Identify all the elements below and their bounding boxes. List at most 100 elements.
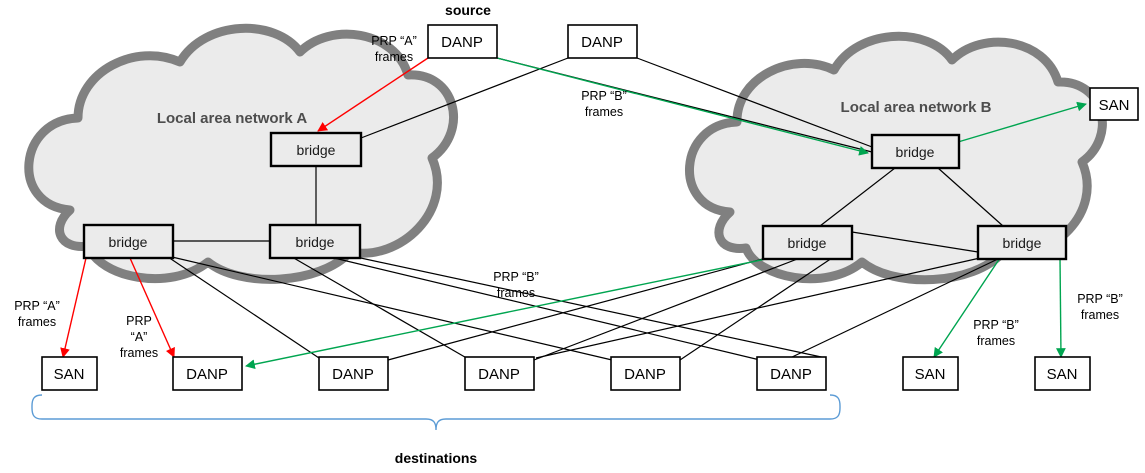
node-box[interactable] bbox=[761, 224, 854, 261]
annot-prp-b-right1: PRP “B” frames bbox=[973, 318, 1019, 348]
node-label: SAN bbox=[1047, 366, 1078, 383]
node-box[interactable] bbox=[172, 356, 243, 391]
annot-line-1: PRP “B” bbox=[973, 318, 1019, 332]
node-label: SAN bbox=[915, 366, 946, 383]
node-label: DANP bbox=[478, 366, 520, 383]
node-bridge-a-top[interactable]: bridge bbox=[269, 131, 363, 168]
node-box[interactable] bbox=[41, 356, 98, 391]
link-b-right-to-dest-5 bbox=[789, 257, 1001, 359]
annot-line-1: PRP “B” bbox=[1077, 292, 1123, 306]
arrow-prp-b-src-to-bridge-b bbox=[496, 57, 869, 156]
cloud-title-a: Local area network A bbox=[157, 110, 307, 127]
annot-line-2: frames bbox=[585, 105, 623, 119]
destinations-bracket bbox=[31, 394, 841, 431]
node-box[interactable] bbox=[82, 223, 175, 260]
node-label: bridge bbox=[1003, 235, 1042, 251]
annot-prp-b-mid: PRP “B” frames bbox=[493, 270, 539, 300]
node-box[interactable] bbox=[567, 24, 638, 59]
node-label: DANP bbox=[770, 366, 812, 383]
arrow-prp-b-to-san-lower-2 bbox=[1056, 257, 1066, 358]
node-dest-danp-5[interactable]: DANP bbox=[756, 356, 827, 391]
cloud-shape-a bbox=[24, 23, 459, 284]
node-label: bridge bbox=[896, 144, 935, 160]
annot-line-2: “A” bbox=[131, 330, 148, 344]
node-bridge-b-left[interactable]: bridge bbox=[761, 224, 854, 261]
node-label: bridge bbox=[296, 234, 335, 250]
node-box[interactable] bbox=[610, 356, 681, 391]
annot-line-2: frames bbox=[18, 315, 56, 329]
label-source: source bbox=[445, 2, 491, 18]
arrow-prp-a-src-to-bridge bbox=[317, 57, 429, 132]
node-src-danp-a[interactable]: DANP bbox=[427, 24, 498, 59]
arrow-prp-b-bridge-b-to-danp-1 bbox=[245, 258, 767, 370]
link-a-right-to-dest-5 bbox=[329, 256, 761, 361]
node-bridge-a-left[interactable]: bridge bbox=[82, 223, 175, 260]
node-label: SAN bbox=[1099, 97, 1130, 114]
node-box[interactable] bbox=[870, 133, 961, 170]
link-a-right-to-dest-far bbox=[355, 256, 827, 359]
annot-line-2: frames bbox=[1081, 308, 1119, 322]
annot-line-1: PRP “A” bbox=[14, 299, 60, 313]
link-a-left-to-dest-2 bbox=[167, 256, 323, 361]
node-label: DANP bbox=[624, 366, 666, 383]
annot-line-2: frames bbox=[977, 334, 1015, 348]
node-san-right-top[interactable]: SAN bbox=[1089, 87, 1139, 121]
node-box[interactable] bbox=[427, 24, 498, 59]
node-label: bridge bbox=[788, 235, 827, 251]
node-bridge-b-right[interactable]: bridge bbox=[976, 224, 1068, 261]
node-src-danp-b[interactable]: DANP bbox=[567, 24, 638, 59]
node-label: DANP bbox=[441, 34, 483, 51]
arrow-prp-a-to-danp-1 bbox=[129, 257, 175, 358]
link-bridge-b-top-to-b-right bbox=[937, 167, 1004, 227]
cloud-title-b: Local area network B bbox=[841, 99, 992, 116]
annot-prp-a-left: PRP “A” frames bbox=[14, 299, 60, 329]
annot-line-1: PRP “A” bbox=[371, 34, 417, 48]
node-dest-danp-2[interactable]: DANP bbox=[318, 356, 389, 391]
node-box[interactable] bbox=[269, 131, 363, 168]
node-box[interactable] bbox=[268, 223, 362, 260]
node-box[interactable] bbox=[756, 356, 827, 391]
node-label: bridge bbox=[297, 142, 336, 158]
annot-line-1: PRP “B” bbox=[581, 89, 627, 103]
cloud-lan-a: Local area network A bbox=[24, 23, 459, 284]
node-label: SAN bbox=[54, 366, 85, 383]
link-bridge-b-top-to-b-left bbox=[819, 167, 896, 227]
node-box[interactable] bbox=[902, 356, 959, 391]
annot-line-2: frames bbox=[375, 50, 413, 64]
annot-line-1: PRP bbox=[126, 314, 152, 328]
link-b-left-to-dest-3 bbox=[533, 257, 801, 361]
annot-prp-a-top: PRP “A” frames bbox=[371, 34, 417, 64]
node-box[interactable] bbox=[1089, 87, 1139, 121]
node-dest-danp-4[interactable]: DANP bbox=[610, 356, 681, 391]
node-label: DANP bbox=[186, 366, 228, 383]
node-san-right-lower1[interactable]: SAN bbox=[902, 356, 959, 391]
node-bridge-a-right[interactable]: bridge bbox=[268, 223, 362, 260]
annot-line-1: PRP “B” bbox=[493, 270, 539, 284]
link-a-left-to-dest-4 bbox=[171, 256, 613, 361]
link-src-b-to-bridge-a-top bbox=[360, 57, 569, 139]
link-b-left-to-dest-2 bbox=[387, 257, 767, 361]
node-dest-danp-3[interactable]: DANP bbox=[464, 356, 535, 391]
node-box[interactable] bbox=[1034, 356, 1091, 391]
arrow-prp-a-to-san-1 bbox=[60, 257, 87, 358]
annot-prp-b-right2: PRP “B” frames bbox=[1077, 292, 1123, 322]
node-box[interactable] bbox=[318, 356, 389, 391]
node-bridge-b-top[interactable]: bridge bbox=[870, 133, 961, 170]
arrow-prp-b-bridge-b-to-san-top bbox=[957, 101, 1087, 143]
link-a-right-to-dest-3 bbox=[291, 256, 471, 361]
link-src-b-right-edge bbox=[636, 57, 881, 151]
annot-prp-b-top: PRP “B” frames bbox=[581, 89, 627, 119]
link-b-right-to-dest-3 bbox=[535, 257, 981, 359]
label-destinations: destinations bbox=[395, 450, 478, 466]
annot-line-3: frames bbox=[120, 346, 158, 360]
node-san-right-lower2[interactable]: SAN bbox=[1034, 356, 1091, 391]
node-dest-san-1[interactable]: SAN bbox=[41, 356, 98, 391]
node-label: DANP bbox=[332, 366, 374, 383]
annot-line-2: frames bbox=[497, 286, 535, 300]
node-box[interactable] bbox=[976, 224, 1068, 261]
node-dest-danp-1[interactable]: DANP bbox=[172, 356, 243, 391]
node-box[interactable] bbox=[464, 356, 535, 391]
annot-prp-a-mid: PRP “A” frames bbox=[120, 314, 158, 360]
